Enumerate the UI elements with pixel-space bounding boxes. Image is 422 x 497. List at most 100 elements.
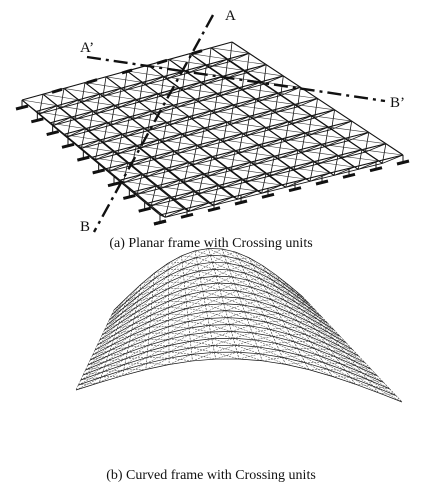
curved-diagonal	[133, 302, 152, 319]
curved-diagonal	[213, 345, 238, 353]
arch-member	[168, 288, 186, 296]
cross-brace	[218, 185, 258, 192]
arch-member	[335, 356, 357, 367]
arch-member	[106, 312, 123, 326]
longitudinal-member	[280, 281, 287, 289]
longitudinal-member	[244, 311, 248, 319]
curved-diagonal	[192, 352, 215, 362]
diagonal-member	[236, 87, 240, 108]
curved-diagonal	[236, 290, 258, 302]
longitudinal-member	[208, 248, 211, 256]
curved-diagonal	[213, 338, 234, 346]
cross-brace	[313, 161, 355, 168]
diagonal-member	[277, 138, 283, 159]
cross-brace	[166, 122, 205, 129]
curved-diagonal	[102, 369, 124, 373]
curved-diagonal	[215, 351, 238, 360]
cross-brace	[173, 150, 212, 158]
arch-member	[373, 385, 396, 396]
diagonal-member	[183, 162, 189, 183]
diagonal-member	[169, 105, 174, 125]
curved-diagonal	[101, 318, 121, 336]
curved-diagonal	[125, 345, 149, 359]
cross-brace	[92, 111, 130, 118]
curved-diagonal	[150, 319, 169, 322]
bottom-chord	[95, 106, 298, 161]
arch-member	[118, 312, 136, 324]
arch-member	[254, 293, 272, 301]
support-plate	[86, 78, 98, 85]
diagonal-member	[188, 191, 195, 212]
longitudinal-member	[252, 264, 257, 272]
longitudinal-member	[109, 344, 112, 351]
curved-diagonal	[333, 339, 359, 357]
longitudinal-member	[136, 301, 138, 308]
longitudinal-member	[248, 257, 254, 265]
arch-member	[168, 314, 188, 321]
longitudinal-member	[106, 319, 110, 326]
arch-member	[206, 310, 226, 313]
curved-diagonal	[122, 295, 139, 314]
curved-diagonal	[241, 264, 253, 267]
curved-diagonal	[147, 332, 169, 346]
arch-member	[259, 353, 283, 358]
longitudinal-member	[124, 358, 127, 365]
longitudinal-member	[297, 348, 302, 356]
longitudinal-member	[323, 362, 329, 370]
curved-diagonal	[104, 312, 123, 331]
curved-diagonal	[345, 370, 374, 387]
diagonal-member	[154, 93, 159, 114]
curved-diagonal	[151, 288, 169, 304]
arch-member	[294, 292, 310, 304]
arch-member	[378, 392, 403, 403]
curved-diagonal	[286, 327, 311, 342]
arch-member	[305, 334, 326, 344]
arch-member	[189, 331, 211, 336]
longitudinal-member	[234, 283, 238, 291]
cross-brace	[151, 110, 189, 117]
arch-member	[116, 318, 135, 330]
arch-member	[113, 329, 132, 341]
cross-brace	[278, 92, 318, 99]
curved-diagonal	[138, 290, 153, 296]
curved-diagonal	[263, 315, 287, 328]
diagonal-member	[308, 115, 313, 136]
longitudinal-member	[330, 349, 336, 358]
arch-member	[196, 255, 211, 258]
cross-brace	[155, 185, 195, 192]
curved-diagonal	[113, 301, 126, 311]
cross-brace	[345, 138, 386, 144]
longitudinal-member	[207, 318, 210, 326]
curved-diagonal	[206, 303, 224, 312]
arch-member	[317, 318, 335, 331]
arch-member	[168, 340, 191, 346]
longitudinal-member	[210, 331, 213, 339]
diagonal-member	[357, 149, 363, 170]
curved-diagonal	[328, 332, 353, 350]
longitudinal-member	[123, 302, 127, 308]
diagonal-member	[136, 174, 143, 195]
longitudinal-member	[289, 334, 295, 342]
arch-member	[284, 299, 301, 310]
arch-member	[235, 251, 250, 259]
longitudinal-member	[235, 251, 239, 260]
longitudinal-member	[284, 299, 289, 308]
arch-member	[247, 318, 267, 323]
curved-diagonal	[340, 363, 357, 367]
curved-diagonal	[187, 304, 206, 316]
curved-diagonal	[251, 286, 272, 300]
longitudinal-member	[104, 324, 108, 331]
curved-diagonal	[238, 258, 257, 272]
arch-member	[151, 294, 169, 304]
curved-diagonal	[146, 351, 170, 364]
cross-brace	[233, 104, 273, 111]
curved-diagonal	[306, 305, 316, 311]
longitudinal-member	[104, 361, 107, 367]
longitudinal-member	[254, 294, 258, 302]
diagonal-member	[305, 178, 311, 182]
bottom-chord	[53, 72, 248, 126]
longitudinal-member	[113, 334, 116, 340]
longitudinal-member	[322, 325, 329, 333]
arch-member	[218, 282, 235, 285]
arch-member	[153, 275, 169, 286]
